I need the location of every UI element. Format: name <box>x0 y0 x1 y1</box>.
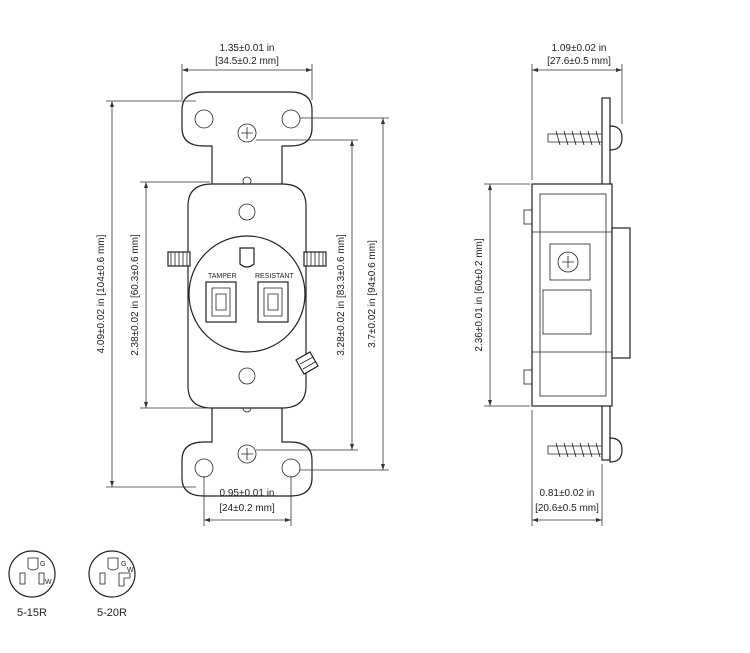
front-width-dim: 1.35±0.01 in <box>220 43 275 54</box>
side-height-dim: 2.36±0.01 in [60±0.2 mm] <box>474 238 485 351</box>
front-view: TAMPER RESISTANT 1.35±0.01 in [34.5±0.2 … <box>96 43 389 526</box>
g-label: G <box>121 561 126 568</box>
g-label: G <box>40 561 45 568</box>
config-name: 5-20R <box>97 607 127 619</box>
mount-spacing-dim: 3.7±0.02 in [94±0.6 mm] <box>367 240 378 348</box>
body-depth-mm-dim: [20.6±0.5 mm] <box>535 503 599 514</box>
screw-spacing-dim: 3.28±0.02 in [83.3±0.6 mm] <box>336 234 347 356</box>
config-5-20r: G W 5-20R <box>88 550 136 619</box>
side-view: 1.09±0.02 in [27.6±0.5 mm] 2.36±0.01 in … <box>474 43 631 526</box>
config-name: 5-15R <box>17 607 47 619</box>
slot-spacing-dim: 0.95±0.01 in <box>220 488 275 499</box>
tamper-label: TAMPER <box>208 273 237 280</box>
config-5-15r: G W 5-15R <box>8 550 56 619</box>
w-label: W <box>127 567 134 574</box>
resistant-label: RESISTANT <box>255 273 294 280</box>
side-depth-mm-dim: [27.6±0.5 mm] <box>547 56 611 67</box>
w-label: W <box>45 579 52 586</box>
body-depth-dim: 0.81±0.02 in <box>540 488 595 499</box>
slot-spacing-mm-dim: [24±0.2 mm] <box>219 503 275 514</box>
side-depth-dim: 1.09±0.02 in <box>552 43 607 54</box>
inner-height-dim: 2.38±0.02 in [60.3±0.6 mm] <box>130 234 141 356</box>
front-width-mm-dim: [34.5±0.2 mm] <box>215 56 279 67</box>
overall-height-dim: 4.09±0.02 in [104±0.6 mm] <box>96 234 107 353</box>
